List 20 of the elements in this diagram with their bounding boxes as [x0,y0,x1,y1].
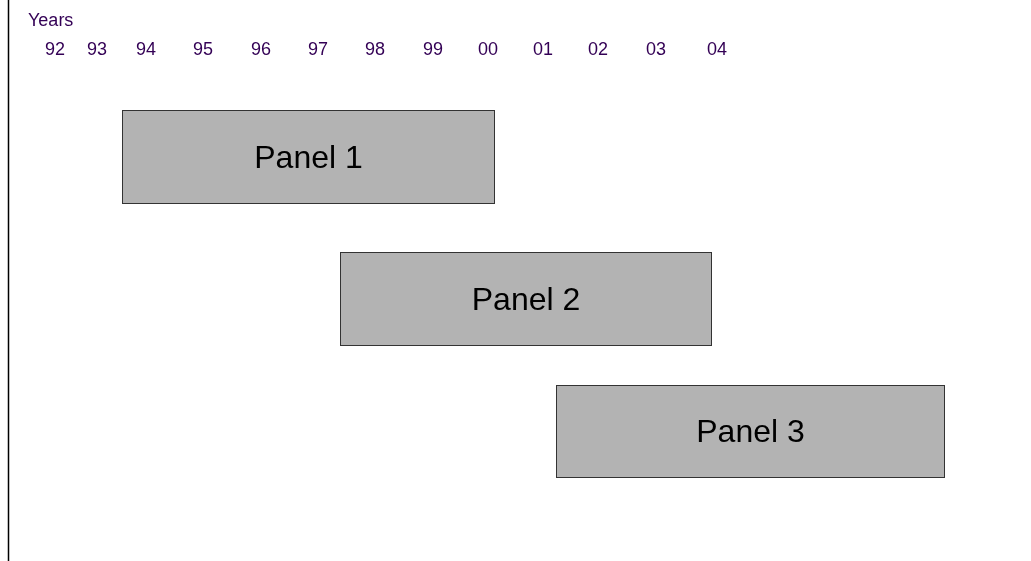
year-label: 99 [423,40,443,58]
panel-bar [122,110,495,204]
year-label: 95 [193,40,213,58]
year-label: 98 [365,40,385,58]
year-label: 03 [646,40,666,58]
year-label: 92 [45,40,65,58]
panel-bar [340,252,712,346]
year-label: 93 [87,40,107,58]
year-label: 01 [533,40,553,58]
panel-label: Panel 3 [696,413,805,450]
panel-bar [556,385,945,478]
panel-label: Panel 2 [471,280,581,318]
axis-title: Years [28,11,74,29]
year-label: 04 [707,40,727,58]
year-label: 00 [478,40,498,58]
year-label: 02 [588,40,608,58]
year-label: 97 [308,40,328,58]
year-label: 94 [136,40,156,58]
panel-label: Panel 1 [254,138,363,176]
year-label: 96 [251,40,271,58]
